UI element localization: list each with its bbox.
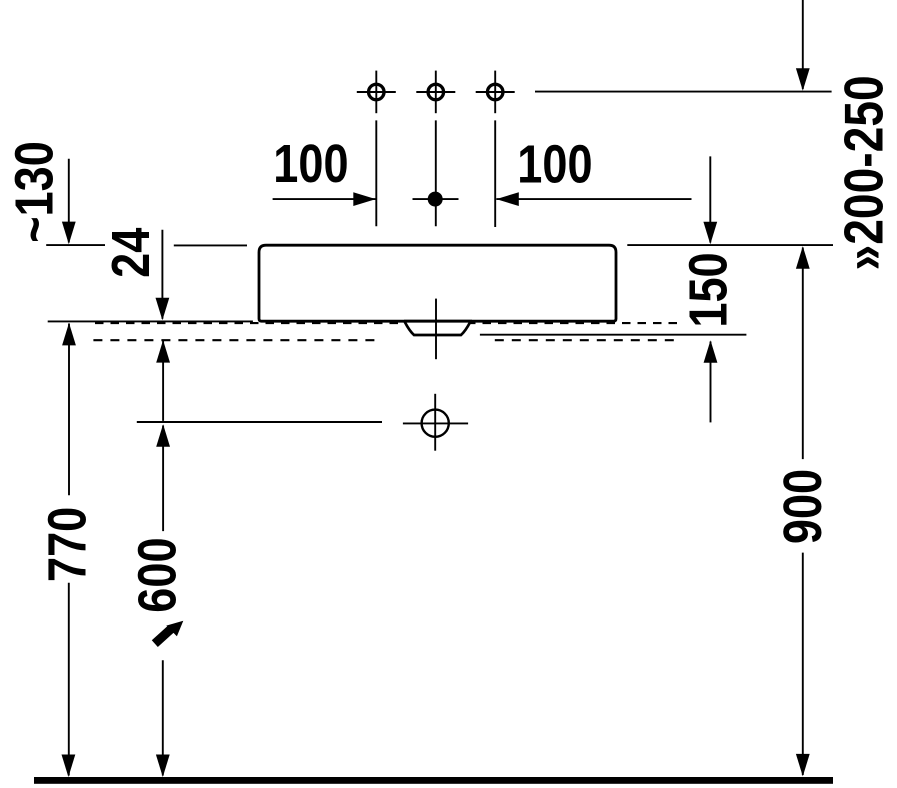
svg-text:~130: ~130 — [4, 141, 65, 243]
svg-text:770: 770 — [36, 507, 97, 582]
svg-text:600: 600 — [126, 537, 187, 612]
svg-text:»200-250: »200-250 — [833, 75, 895, 270]
svg-text:100: 100 — [517, 134, 592, 195]
svg-text:24: 24 — [100, 227, 161, 277]
svg-text:150: 150 — [678, 252, 739, 327]
svg-text:100: 100 — [273, 133, 348, 194]
svg-text:900: 900 — [772, 469, 833, 544]
